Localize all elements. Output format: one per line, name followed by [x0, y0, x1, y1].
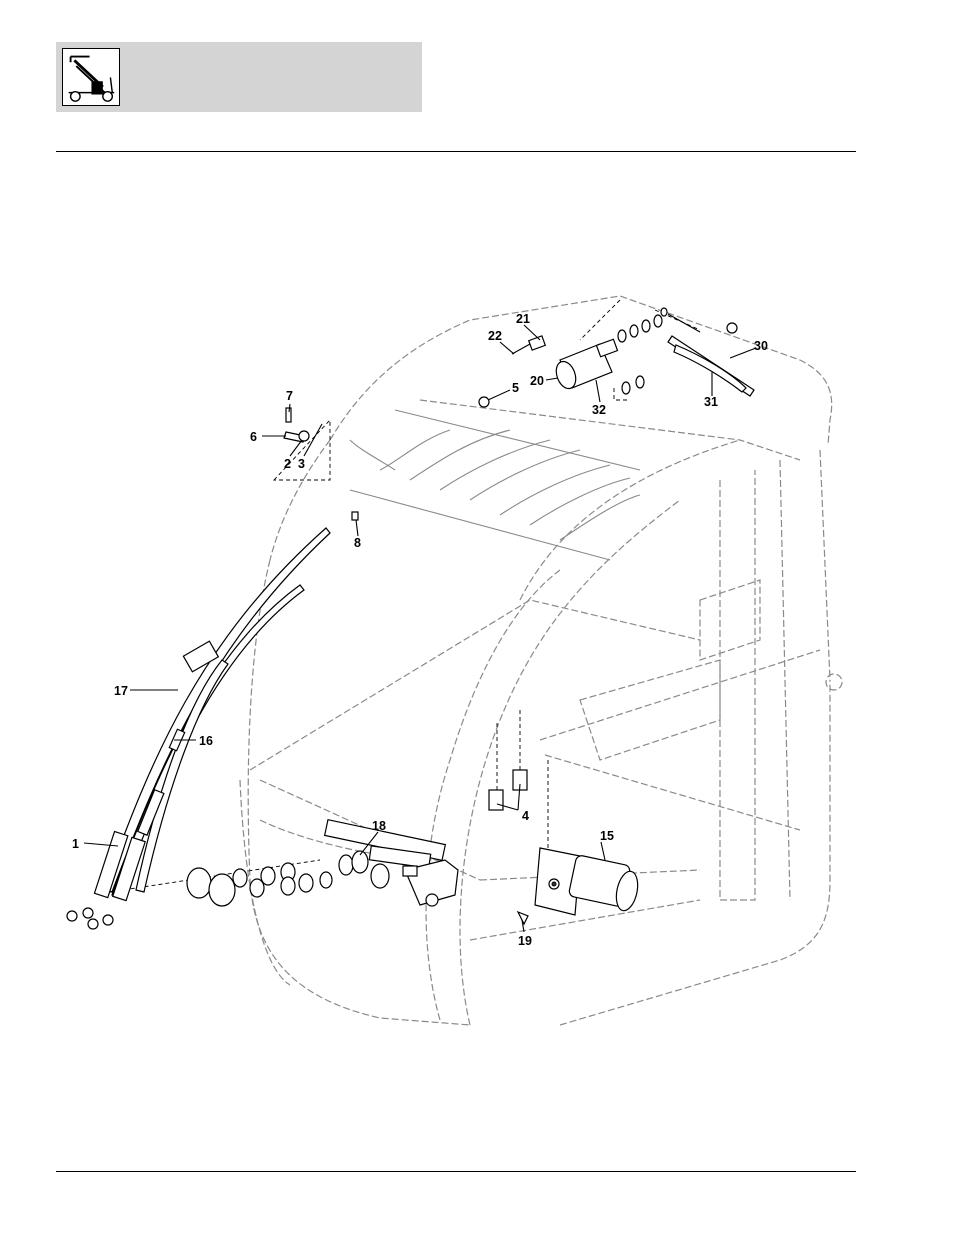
- callout-30: 30: [754, 339, 768, 353]
- cab-outline: [240, 296, 842, 1025]
- callout-17: 17: [114, 684, 128, 698]
- callout-22: 22: [488, 329, 502, 343]
- rear-wiper-arm: [668, 314, 754, 396]
- roof-hardware: [284, 397, 489, 520]
- wiper-arm-assembly: [94, 528, 330, 901]
- callout-16: 16: [199, 734, 213, 748]
- callout-20: 20: [530, 374, 544, 388]
- callout-18: 18: [372, 819, 386, 833]
- roof-grille: [350, 410, 640, 560]
- assembly-lines: [110, 300, 700, 892]
- callout-31: 31: [704, 395, 718, 409]
- callout-21: 21: [516, 312, 530, 326]
- callout-6: 6: [250, 430, 257, 444]
- callout-15: 15: [600, 829, 614, 843]
- callout-7: 7: [286, 389, 293, 403]
- callout-19: 19: [518, 934, 532, 948]
- callout-5: 5: [512, 381, 519, 395]
- callout-3: 3: [298, 457, 305, 471]
- callout-8: 8: [354, 536, 361, 550]
- callout-4: 4: [522, 809, 529, 823]
- wiper-motor: [518, 848, 641, 924]
- motor-mounts: [489, 770, 527, 810]
- callout-1: 1: [72, 837, 79, 851]
- wiper-linkage: [325, 820, 458, 906]
- callout-32: 32: [592, 403, 606, 417]
- callout-2: 2: [284, 457, 291, 471]
